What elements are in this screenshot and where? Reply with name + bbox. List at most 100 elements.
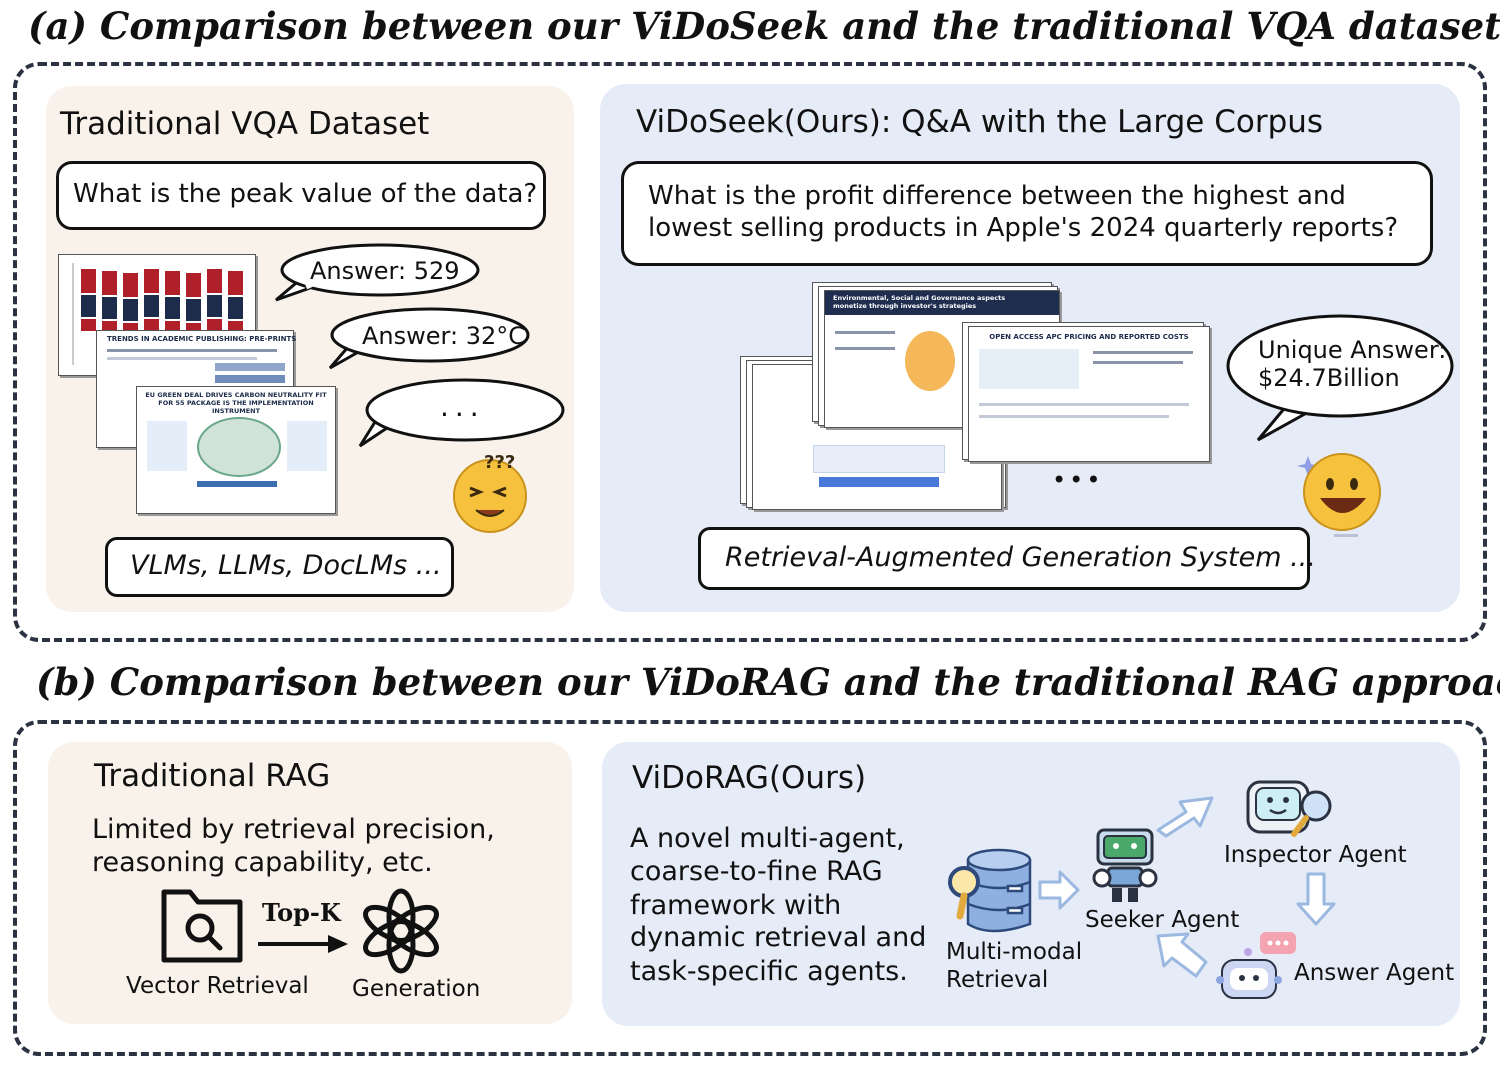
- vidoseek-question-2: lowest selling products in Apple's 2024 …: [648, 213, 1399, 243]
- answer-529: Answer: 529: [310, 257, 460, 285]
- doc-line: [1093, 361, 1183, 364]
- mini-bar-segment: [165, 297, 180, 319]
- vidoseek-question-1: What is the profit difference between th…: [648, 181, 1346, 211]
- vidorag-desc-1: A novel multi-agent,: [630, 823, 905, 854]
- answer-ellipsis: ...: [440, 390, 485, 423]
- vidorag-desc-2: coarse-to-fine RAG: [630, 856, 883, 887]
- bubble-tail-mask: [299, 268, 313, 290]
- answer-bubbles: [275, 243, 565, 448]
- doc-bar: [197, 481, 277, 487]
- openai-logo-icon: [363, 888, 439, 974]
- multimodal-label-1: Multi-modal: [946, 939, 1083, 965]
- generation-label: Generation: [352, 976, 481, 1002]
- flow-arrow-up-right-icon: [1156, 796, 1214, 838]
- rag-system-box: Retrieval-Augmented Generation System ..…: [698, 527, 1316, 590]
- vidorag-desc-5: task-specific agents.: [630, 956, 908, 987]
- unique-answer-value: $24.7Billion: [1258, 364, 1400, 392]
- mini-bar-segment: [123, 299, 138, 321]
- doc-arrow-band: [215, 363, 285, 371]
- mini-bar-segment: [207, 295, 222, 317]
- traditional-rag-panel: [48, 742, 572, 1024]
- traditional-rag-desc-1: Limited by retrieval precision,: [92, 814, 495, 845]
- doc-button-bar: [819, 477, 939, 487]
- svg-text:???: ???: [484, 452, 515, 473]
- traditional-rag-desc-2: reasoning capability, etc.: [92, 847, 433, 878]
- mini-bar-segment: [81, 295, 96, 317]
- mini-bar-segment: [207, 269, 222, 293]
- bar-chart-thumbnail: [72, 263, 243, 365]
- vqa-question-box: What is the peak value of the data?: [56, 161, 546, 230]
- seeker-agent-label: Seeker Agent: [1085, 907, 1240, 933]
- mini-bar-segment: [81, 269, 96, 293]
- mini-bar-segment: [165, 271, 180, 295]
- vidorag-desc-3: framework with: [630, 890, 842, 921]
- vidoseek-title: ViDoSeek(Ours): Q&A with the Large Corpu…: [636, 104, 1324, 140]
- doc-line: [835, 347, 895, 350]
- doc-line: [107, 357, 257, 360]
- doc-arrow-band: [215, 375, 285, 383]
- mini-bar-segment: [144, 295, 159, 317]
- doc-apc-title: OPEN ACCESS APC PRICING AND REPORTED COS…: [989, 333, 1189, 341]
- doc-green-deal: EU GREEN DEAL DRIVES CARBON NEUTRALITY F…: [136, 386, 336, 514]
- unique-answer-bubble: [1226, 314, 1454, 442]
- corpus-doc-apc: OPEN ACCESS APC PRICING AND REPORTED COS…: [968, 326, 1210, 462]
- bubble-3-shape: [365, 378, 565, 442]
- bubble-2-shape: [330, 307, 530, 363]
- traditional-vqa-title: Traditional VQA Dataset: [60, 106, 430, 142]
- flow-arrow-left-icon: [1156, 932, 1208, 978]
- doc-side-block: [147, 421, 187, 471]
- mini-bar-segment: [102, 271, 117, 295]
- doc-diagram-circle: [197, 417, 281, 477]
- mini-bar-segment: [81, 319, 96, 331]
- answer-agent-label: Answer Agent: [1294, 960, 1455, 986]
- doc-line: [979, 415, 1169, 418]
- doc-header: [825, 291, 1059, 315]
- doc-line: [979, 403, 1189, 406]
- section-b-frame: [13, 720, 1487, 1056]
- database-search-icon: [948, 848, 1032, 933]
- inspector-agent-label: Inspector Agent: [1224, 842, 1407, 868]
- seeker-agent-robot-icon: [1092, 828, 1158, 902]
- rag-system-label: Retrieval-Augmented Generation System ..…: [725, 542, 1316, 573]
- folder-search-icon: [161, 889, 243, 963]
- doc-pie: [905, 331, 955, 391]
- happy-emoji-icon: [1297, 453, 1381, 537]
- doc-block: [979, 349, 1079, 389]
- mini-bar-segment: [228, 271, 243, 295]
- corpus-ellipsis: •••: [1052, 466, 1104, 494]
- flow-arrow-down-icon: [1296, 872, 1336, 926]
- doc-line: [107, 349, 277, 352]
- models-label: VLMs, LLMs, DocLMs ...: [130, 550, 442, 581]
- doc-line: [1093, 351, 1193, 354]
- section-a-frame: [13, 62, 1487, 642]
- mini-bar-segment: [228, 297, 243, 319]
- heading-a: (a) Comparison between our ViDoSeek and …: [28, 4, 1500, 48]
- vqa-question: What is the peak value of the data?: [73, 179, 538, 209]
- unique-answer-label: Unique Answer:: [1258, 336, 1447, 364]
- confused-emoji-icon: ???: [453, 452, 527, 533]
- heading-b: (b) Comparison between our ViDoRAG and t…: [36, 660, 1500, 704]
- models-box: VLMs, LLMs, DocLMs ...: [105, 537, 454, 597]
- doc-preprints-title: TRENDS IN ACADEMIC PUBLISHING: PRE-PRINT…: [107, 335, 297, 343]
- mini-bar-segment: [207, 319, 222, 331]
- mini-bar-segment: [186, 273, 201, 297]
- doc-block: [813, 445, 945, 473]
- mini-bar-segment: [102, 297, 117, 319]
- doc-esg-title: Environmental, Social and Governance asp…: [833, 294, 1006, 310]
- vidorag-title: ViDoRAG(Ours): [632, 760, 867, 796]
- mini-bar-segment: [144, 269, 159, 293]
- doc-line: [835, 331, 895, 334]
- vidorag-desc-4: dynamic retrieval and: [630, 922, 927, 953]
- mini-bar-segment: [186, 299, 201, 321]
- answer-agent-robot-icon: [1216, 932, 1296, 999]
- vidoseek-question-box: What is the profit difference between th…: [621, 161, 1433, 266]
- inspector-agent-robot-icon: [1246, 780, 1332, 837]
- flow-arrow-right-icon: [1038, 870, 1080, 910]
- doc-side-block: [287, 421, 327, 471]
- doc-green-deal-title: EU GREEN DEAL DRIVES CARBON NEUTRALITY F…: [145, 391, 327, 415]
- bubble-1-shape: [280, 243, 480, 297]
- answer-32c: Answer: 32°C: [362, 322, 525, 350]
- topk-label: Top-K: [262, 898, 341, 927]
- traditional-rag-title: Traditional RAG: [94, 758, 331, 794]
- vector-retrieval-label: Vector Retrieval: [126, 973, 309, 999]
